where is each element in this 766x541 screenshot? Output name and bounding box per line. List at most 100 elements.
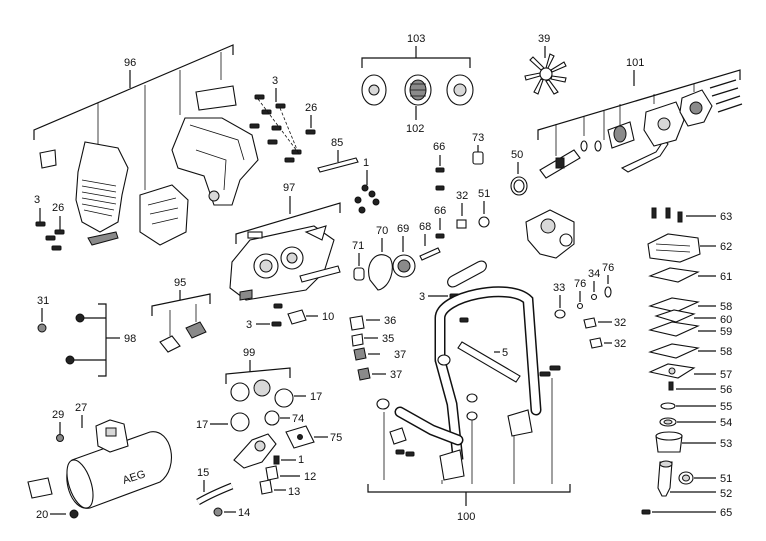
label-29: 29 bbox=[52, 409, 64, 421]
label-14: 14 bbox=[238, 507, 250, 519]
label-53: 53 bbox=[720, 438, 732, 450]
group-15-14: 15 14 bbox=[196, 467, 250, 519]
filter-sheet bbox=[195, 85, 237, 111]
label-96: 96 bbox=[124, 57, 136, 69]
label-62: 62 bbox=[720, 241, 732, 253]
label-75: 75 bbox=[330, 432, 342, 444]
leader-96 bbox=[33, 44, 234, 140]
label-12: 12 bbox=[304, 471, 316, 483]
middle-housing bbox=[139, 184, 189, 246]
label-97: 97 bbox=[283, 182, 295, 194]
foot-left bbox=[439, 449, 465, 481]
label-20: 20 bbox=[36, 509, 48, 521]
label-1-top: 1 bbox=[363, 157, 369, 169]
part-39-fan: 39 bbox=[524, 33, 567, 95]
label-56: 56 bbox=[720, 384, 732, 396]
label-69: 69 bbox=[397, 223, 409, 235]
label-85: 85 bbox=[331, 137, 343, 149]
group-3-10: 3 10 bbox=[246, 303, 334, 331]
label-3-top: 3 bbox=[272, 75, 278, 87]
group-96-shroud: 96 3 26 bbox=[33, 44, 259, 251]
manifold-body bbox=[233, 433, 277, 469]
label-37-top: 37 bbox=[394, 349, 406, 361]
label-26-top: 26 bbox=[305, 102, 317, 114]
group-31-98-hose: 31 98 bbox=[37, 295, 136, 377]
group-95: 95 bbox=[151, 277, 211, 353]
label-17-right: 17 bbox=[310, 391, 322, 403]
crankcase bbox=[525, 209, 575, 259]
label-63: 63 bbox=[720, 211, 732, 223]
label-13: 13 bbox=[288, 486, 300, 498]
part-50: 50 bbox=[510, 149, 528, 196]
label-39: 39 bbox=[538, 33, 550, 45]
label-74: 74 bbox=[292, 413, 304, 425]
fan-shroud bbox=[75, 141, 129, 233]
label-55: 55 bbox=[720, 401, 732, 413]
part-73: 73 bbox=[472, 132, 484, 165]
label-27: 27 bbox=[75, 402, 87, 414]
flap-part bbox=[39, 149, 57, 169]
label-68: 68 bbox=[419, 221, 431, 233]
label-60: 60 bbox=[720, 314, 732, 326]
label-58-top: 58 bbox=[720, 301, 732, 313]
label-73: 73 bbox=[472, 132, 484, 144]
strut-5 bbox=[457, 341, 521, 383]
label-57: 57 bbox=[720, 369, 732, 381]
label-100: 100 bbox=[457, 511, 475, 523]
label-52: 52 bbox=[720, 488, 732, 500]
label-31: 31 bbox=[37, 295, 49, 307]
group-66-32-51: 66 32 51 66 bbox=[433, 141, 490, 239]
label-71: 71 bbox=[352, 240, 364, 252]
label-36: 36 bbox=[384, 315, 396, 327]
label-3-handle: 3 bbox=[419, 291, 425, 303]
label-10: 10 bbox=[322, 311, 334, 323]
label-1-mid: 1 bbox=[298, 454, 304, 466]
label-51-top: 51 bbox=[478, 188, 490, 200]
group-1-fittings: 1 bbox=[354, 157, 380, 214]
label-98: 98 bbox=[124, 333, 136, 345]
label-51-right: 51 bbox=[720, 473, 732, 485]
label-32-upper: 32 bbox=[614, 317, 626, 329]
label-32-top: 32 bbox=[456, 190, 468, 202]
part-85-strip: 85 bbox=[317, 137, 359, 173]
label-76-right: 76 bbox=[602, 262, 614, 274]
label-33: 33 bbox=[553, 282, 565, 294]
connecting-rod bbox=[657, 461, 673, 497]
label-101: 101 bbox=[626, 57, 644, 69]
label-17-left: 17 bbox=[196, 419, 208, 431]
group-100-frame: 3 5 100 bbox=[367, 286, 571, 523]
label-37-bottom: 37 bbox=[390, 369, 402, 381]
label-66-top: 66 bbox=[433, 141, 445, 153]
label-35: 35 bbox=[382, 333, 394, 345]
label-54: 54 bbox=[720, 417, 732, 429]
label-65: 65 bbox=[720, 507, 732, 519]
label-5: 5 bbox=[502, 347, 508, 359]
group-3-26-screws: 3 26 bbox=[249, 75, 317, 163]
label-95: 95 bbox=[174, 277, 186, 289]
label-3-left: 3 bbox=[34, 194, 40, 206]
label-76-left: 76 bbox=[574, 278, 586, 290]
group-103-filter: 103 102 bbox=[361, 33, 474, 135]
label-34: 34 bbox=[588, 268, 600, 280]
group-99-manifold: 99 17 17 74 75 1 12 13 bbox=[196, 347, 342, 498]
group-97-panel: 97 bbox=[229, 182, 341, 301]
label-99: 99 bbox=[243, 347, 255, 359]
label-32-lower: 32 bbox=[614, 338, 626, 350]
group-71-68: 71 70 69 68 bbox=[352, 221, 487, 291]
label-61: 61 bbox=[720, 271, 732, 283]
label-26-left: 26 bbox=[52, 202, 64, 214]
group-101-motor: 101 bbox=[537, 57, 743, 179]
group-33-32: 33 76 34 76 32 32 bbox=[553, 262, 626, 350]
label-103: 103 bbox=[407, 33, 425, 45]
cylinder-head bbox=[647, 233, 701, 263]
group-36-37: 36 35 37 37 bbox=[349, 315, 406, 381]
label-15: 15 bbox=[197, 467, 209, 479]
label-66-mid: 66 bbox=[434, 205, 446, 217]
label-59: 59 bbox=[720, 326, 732, 338]
foot-right bbox=[507, 409, 533, 437]
group-tank: 29 27 AEG 20 bbox=[27, 402, 173, 521]
label-102: 102 bbox=[406, 123, 424, 135]
label-50: 50 bbox=[511, 149, 523, 161]
